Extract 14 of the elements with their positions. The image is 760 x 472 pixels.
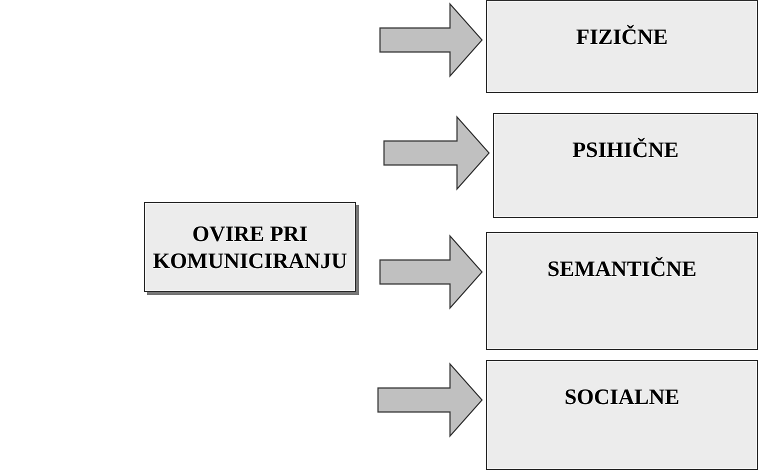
block-arrow [379,2,483,78]
box-label: PSIHIČNE [572,136,679,164]
box-label: OVIRE PRI KOMUNICIRANJU [152,220,348,274]
category-box [486,0,758,93]
box-label: SEMANTIČNE [547,255,697,282]
box-label: FIZIČNE [576,23,668,50]
block-arrow [377,362,483,438]
category-box [493,113,758,218]
main-box [144,202,356,292]
block-arrow [383,115,490,191]
category-box [486,232,758,350]
block-arrow [379,234,483,310]
box-label: SOCIALNE [564,383,680,410]
category-box [486,360,758,470]
